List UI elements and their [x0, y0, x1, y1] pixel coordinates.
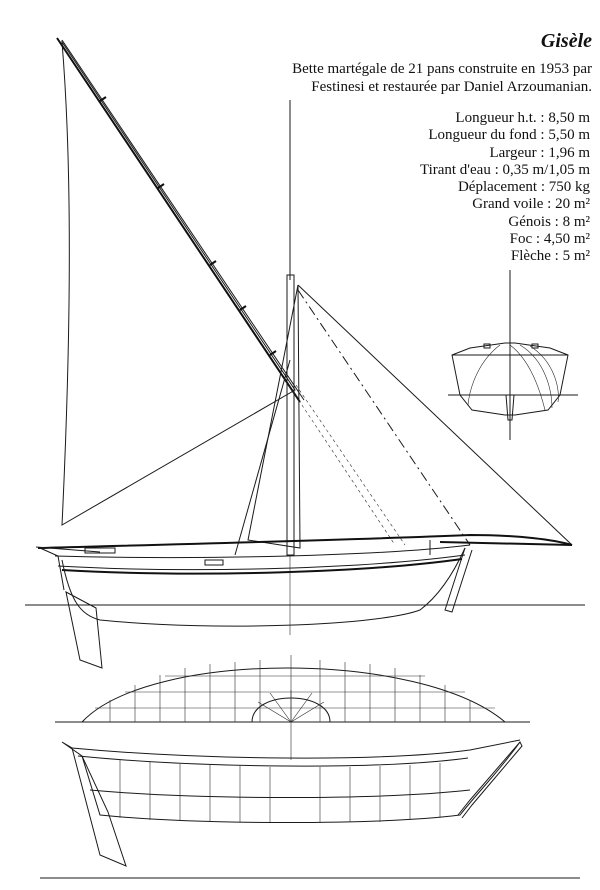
plan-hull-bottom — [81, 741, 521, 823]
bowsprit — [439, 541, 573, 546]
jib — [247, 284, 301, 549]
spec-topsail: Flèche : 5 m² — [510, 248, 590, 265]
yard-marks — [99, 96, 277, 356]
hull-bottom — [61, 547, 466, 627]
spec-draft: Tirant d'eau : 0,35 m/1,05 m — [419, 161, 590, 178]
mast — [286, 274, 295, 556]
description-line-2: Festinesi et restaurée par Daniel Arzoum… — [311, 79, 592, 95]
description-line-1: Bette martégale de 21 pans construite en… — [292, 61, 592, 77]
body-plan — [448, 270, 578, 440]
plan-stem — [457, 741, 523, 819]
section-curve-3 — [529, 345, 559, 403]
cockpit-coaming — [84, 547, 116, 554]
yard — [56, 37, 301, 403]
boat-name-title: Gisèle — [540, 30, 592, 52]
spec-jib: Foc : 4,50 m² — [509, 231, 590, 248]
hull-profile — [25, 533, 585, 669]
stern-post — [39, 547, 65, 591]
spec-displacement: Déplacement : 750 kg — [457, 179, 590, 196]
hatch — [204, 559, 224, 566]
lines-grid-horizontals — [95, 675, 495, 709]
plan-rudder — [61, 741, 127, 867]
wale-2 — [61, 558, 463, 575]
section-fitting-1 — [483, 343, 491, 349]
gunwale — [54, 544, 471, 559]
rudder — [65, 591, 103, 669]
genoa-luff — [297, 289, 471, 546]
specifications-list: Longueur h.t. : 8,50 m Longueur du fond … — [290, 110, 590, 266]
yard-edge — [61, 39, 305, 401]
keel-fin — [505, 394, 515, 421]
lines-arch — [81, 667, 506, 723]
section-curve-1 — [509, 344, 546, 411]
plan-sheer-inner — [77, 755, 469, 767]
sail-plan — [56, 37, 573, 556]
boat-description: Bette martégale de 21 pans construite en… — [262, 60, 592, 96]
spec-bottom-length: Longueur du fond : 5,50 m — [428, 127, 590, 144]
section-fitting-2 — [531, 343, 539, 349]
plan-chine — [89, 789, 471, 798]
spec-genoa: Génois : 8 m² — [508, 213, 590, 230]
sheer-line — [37, 533, 573, 549]
section-curve-2 — [519, 344, 553, 409]
hull-section-outline — [451, 342, 569, 416]
plan-sheer-top — [71, 739, 521, 759]
forestay — [297, 284, 573, 546]
spec-beam: Largeur : 1,96 m — [489, 144, 590, 161]
shroud — [234, 359, 291, 556]
stem — [444, 547, 473, 613]
mainsail — [61, 40, 296, 526]
sheet-dashed-1 — [291, 389, 396, 546]
plan-grid-verticals — [119, 760, 441, 822]
sheet-dashed-2 — [295, 384, 406, 546]
radial-lines — [252, 690, 330, 723]
lines-grid-verticals — [109, 655, 471, 760]
section-curve-4 — [467, 344, 501, 406]
spec-mainsail: Grand voile : 20 m² — [472, 196, 590, 213]
tiller — [35, 546, 101, 553]
spec-overall-length: Longueur h.t. : 8,50 m — [455, 110, 590, 126]
lines-plan — [40, 655, 580, 879]
wale-1 — [57, 554, 466, 571]
